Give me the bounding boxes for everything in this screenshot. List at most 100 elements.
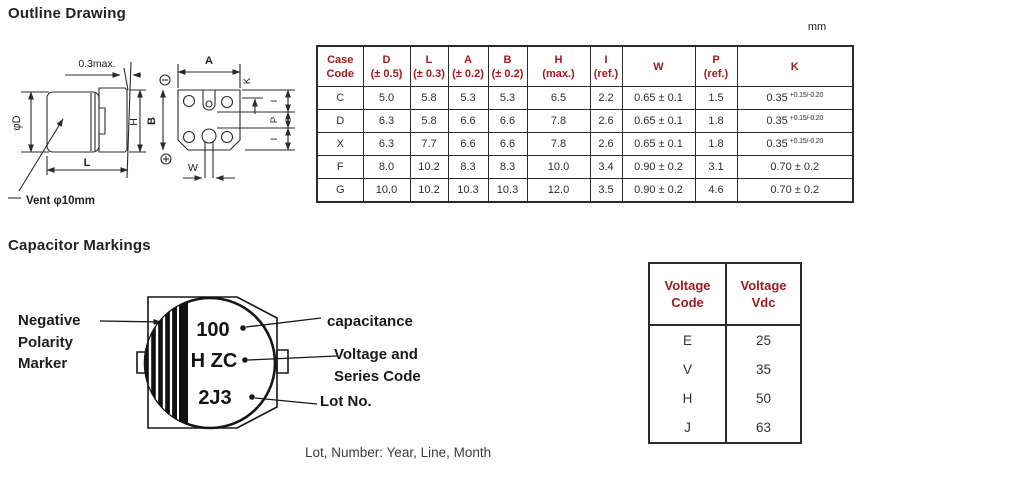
dimension-cell: 6.6 xyxy=(447,132,489,156)
marking-capacitance-value: 100 xyxy=(196,319,229,341)
dimension-column-header: D(± 0.5) xyxy=(362,45,411,87)
callout-voltage-line2: Series Code xyxy=(334,368,421,385)
callout-lot-no: Lot No. xyxy=(320,393,372,410)
dim-label-w: W xyxy=(188,162,198,174)
dimension-cell: 0.65 ± 0.1 xyxy=(621,132,696,156)
dimension-cell: 1.8 xyxy=(694,109,738,133)
dimension-cell: 0.90 ± 0.2 xyxy=(621,178,696,203)
dimension-cell: F xyxy=(316,155,364,179)
header-line1: H xyxy=(554,53,563,66)
callout-voltage-line1: Voltage and xyxy=(334,346,418,363)
header-line1: K xyxy=(790,60,799,73)
dimension-cell: 8.0 xyxy=(362,155,411,179)
callout-capacitance: capacitance xyxy=(327,313,413,330)
callout-voltage-series: Voltage and Series Code xyxy=(334,344,421,388)
dimension-cell: 3.1 xyxy=(694,155,738,179)
dimension-cell: 0.35+0.15/-0.20 xyxy=(736,86,854,110)
dimension-column-header: P(ref.) xyxy=(694,45,738,87)
side-view: φD 0.3max. H L Vent φ10mm xyxy=(8,58,146,207)
dimension-cell: 5.8 xyxy=(409,109,449,133)
dimension-cell: 6.3 xyxy=(362,109,411,133)
dimension-column-header: L(± 0.3) xyxy=(409,45,449,87)
dimension-cell: 4.6 xyxy=(694,178,738,203)
dimension-cell: 7.8 xyxy=(526,132,591,156)
capacitor-markings-figure: 100 H ZC 2J3 xyxy=(95,285,345,455)
dim-label-i-top: I xyxy=(269,100,280,103)
dimension-cell: 0.65 ± 0.1 xyxy=(621,109,696,133)
header-line: Code xyxy=(671,295,704,310)
package-body-outline xyxy=(148,297,277,428)
right-terminal-tab xyxy=(277,350,288,373)
bottom-plate-outline xyxy=(178,90,240,150)
dimension-cell: 10.3 xyxy=(487,178,528,203)
header-line2: (± 0.2) xyxy=(452,67,484,80)
header-line1: L xyxy=(425,53,433,66)
negative-polarity-line2: Polarity xyxy=(18,333,74,351)
lot-number-footnote: Lot, Number: Year, Line, Month xyxy=(305,445,492,460)
voltage-cell: 63 xyxy=(725,413,801,443)
dimension-column-header: A(± 0.2) xyxy=(447,45,489,87)
capacitor-can-outline xyxy=(47,92,99,152)
outline-drawing-figure: φD 0.3max. H L Vent φ10mm xyxy=(5,55,317,207)
dimension-column-header: H(max.) xyxy=(526,45,591,87)
marking-voltage-series-code: H ZC xyxy=(191,350,238,372)
dim-label-p: P xyxy=(269,117,280,123)
header-line2: Code xyxy=(326,67,355,80)
dimension-cell: 10.2 xyxy=(409,155,449,179)
dimension-cell: 5.3 xyxy=(447,86,489,110)
dimension-cell: 8.3 xyxy=(447,155,489,179)
negative-polarity-line1: Negative xyxy=(18,312,81,329)
voltage-cell: 25 xyxy=(725,325,801,355)
dimension-cell: 7.8 xyxy=(526,109,591,133)
voltage-cell: 35 xyxy=(725,355,801,384)
dimension-cell: 10.2 xyxy=(409,178,449,203)
header-line1: D xyxy=(382,53,391,66)
dimension-cell: 12.0 xyxy=(526,178,591,203)
dim-label-k: K xyxy=(242,77,253,84)
seat-plate-outline xyxy=(99,88,127,152)
capacitor-markings-title: Capacitor Markings xyxy=(8,237,151,254)
header-line2: (ref.) xyxy=(703,67,729,80)
dimension-cell: 6.3 xyxy=(362,132,411,156)
header-line2: (± 0.3) xyxy=(413,67,445,80)
dimension-column-header: W xyxy=(621,45,696,87)
tolerance-superscript: +0.15/-0.20 xyxy=(789,138,824,145)
header-line: Vdc xyxy=(751,295,776,310)
voltage-cell: J xyxy=(684,420,691,435)
dim-label-i-bottom: I xyxy=(269,138,280,141)
dimension-cell: D xyxy=(316,109,364,133)
voltage-cell: H xyxy=(682,391,693,406)
tolerance-superscript: +0.15/-0.20 xyxy=(789,92,824,99)
dimension-cell: 7.7 xyxy=(409,132,449,156)
dimension-column-header: I(ref.) xyxy=(589,45,623,87)
header-line2: (max.) xyxy=(542,67,575,80)
dimension-cell: 5.3 xyxy=(487,86,528,110)
dim-label-phi-d: φD xyxy=(11,115,23,130)
dim-label-h: H xyxy=(128,118,140,126)
dim-label-b: B xyxy=(146,117,158,125)
dimension-cell: 3.5 xyxy=(589,178,623,203)
dimension-cell: 3.4 xyxy=(589,155,623,179)
dimension-cell: 5.8 xyxy=(409,86,449,110)
voltage-table-row: J 63 xyxy=(649,413,801,443)
dimension-cell: 2.2 xyxy=(589,86,623,110)
marking-lot-code: 2J3 xyxy=(198,387,231,409)
dimension-cell: 0.35+0.15/-0.20 xyxy=(736,109,854,133)
header-line: Voltage xyxy=(664,278,711,293)
header-line2: (ref.) xyxy=(593,67,619,80)
dimension-cell: 6.6 xyxy=(487,132,528,156)
dimension-cell: 6.5 xyxy=(526,86,591,110)
dimension-column-header: B(± 0.2) xyxy=(487,45,528,87)
negative-polarity-label: Negative Polarity Marker xyxy=(18,310,81,375)
dimension-cell: 2.6 xyxy=(589,109,623,133)
dimension-cell: 0.65 ± 0.1 xyxy=(621,86,696,110)
